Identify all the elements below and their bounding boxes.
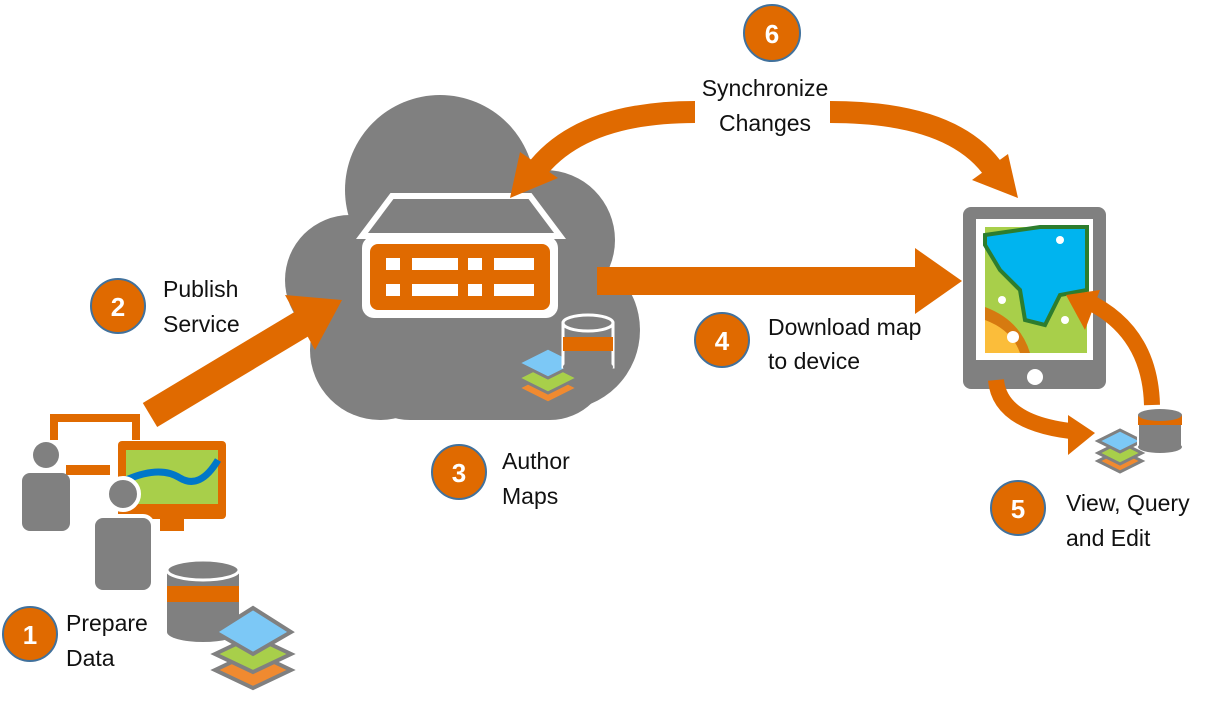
step-label: Synchronize (702, 75, 829, 101)
step-label: Data (66, 645, 115, 671)
download-arrow (597, 248, 962, 314)
step-label: Changes (719, 110, 811, 136)
step-label: Publish (163, 276, 238, 302)
tablet-icon (963, 207, 1106, 389)
server-icon (356, 193, 566, 318)
step-label: Download map (768, 314, 921, 340)
step-4: 4 Download map to device (694, 312, 921, 374)
step-label: to device (768, 348, 860, 374)
step-1: 1 Prepare Data (2, 606, 148, 671)
sync-arrowhead-left (510, 152, 558, 198)
step-label: and Edit (1066, 525, 1151, 551)
step-number: 2 (111, 292, 125, 322)
sync-arrowhead-right (972, 154, 1018, 198)
map-layers-icon (210, 605, 296, 691)
database-icon (561, 313, 615, 375)
step-label: Service (163, 311, 240, 337)
step-3: 3 Author Maps (431, 444, 570, 509)
step-6: 6 Synchronize Changes (702, 4, 829, 136)
person-icon (22, 442, 70, 531)
step-number: 6 (765, 19, 779, 49)
step-label: View, Query (1066, 490, 1190, 516)
edit-arrowhead-down (1068, 415, 1095, 455)
map-layers-icon (1094, 428, 1146, 474)
step-number: 5 (1011, 494, 1025, 524)
publish-arrow (142, 295, 342, 428)
desktop-icon (50, 414, 226, 531)
step-label: Maps (502, 483, 558, 509)
edit-arrowhead-up (1066, 290, 1100, 330)
person-icon (91, 476, 155, 594)
step-label: Author (502, 448, 570, 474)
step-number: 1 (23, 620, 37, 650)
map-layers-icon (514, 346, 582, 405)
step-number: 3 (452, 458, 466, 488)
step-number: 4 (715, 326, 730, 356)
database-icon (165, 558, 241, 642)
step-label: Prepare (66, 610, 148, 636)
step-5: 5 View, Query and Edit (990, 480, 1190, 551)
step-2: 2 Publish Service (90, 276, 240, 337)
synchronize-arrows (526, 101, 1005, 179)
database-icon (1137, 409, 1183, 453)
edit-cycle-arrows (988, 292, 1160, 440)
